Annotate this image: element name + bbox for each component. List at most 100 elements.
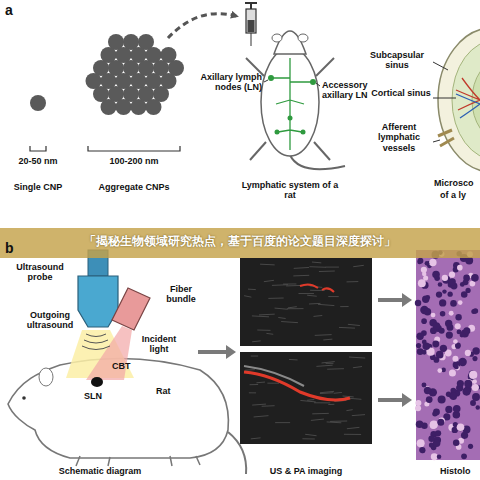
flow-arrow — [378, 398, 402, 402]
cell-nucleus — [441, 368, 446, 373]
leader-line — [433, 98, 456, 99]
cell-nucleus — [453, 439, 460, 446]
part-label: Subcapsular sinus — [362, 50, 432, 71]
cell-nucleus — [431, 453, 438, 460]
speckle-line — [260, 264, 275, 266]
cell-nucleus — [449, 370, 456, 377]
panel-caption: Schematic diagram — [30, 466, 170, 476]
leader-line — [264, 80, 268, 82]
cell-nucleus — [455, 314, 461, 320]
cell-nucleus — [432, 341, 439, 348]
ultrasound-wave — [82, 334, 110, 350]
cell-nucleus — [426, 396, 433, 403]
speckle-line — [330, 420, 347, 421]
part-label: Lymphatic system of a rat — [238, 180, 342, 201]
cell-nucleus — [432, 411, 437, 416]
speckle-line — [311, 419, 324, 420]
panel-letter: a — [5, 2, 25, 18]
cell-nucleus — [455, 365, 460, 370]
speckle-line — [312, 413, 329, 415]
cell-nucleus — [454, 365, 459, 370]
aggregate-particle — [101, 99, 117, 115]
cell-nucleus — [446, 331, 453, 338]
cell-nucleus — [436, 291, 442, 297]
speckle-line — [252, 340, 261, 342]
speckle-line — [283, 283, 296, 284]
particle-cluster — [86, 34, 185, 115]
speckle-line — [251, 438, 261, 439]
speckle-line — [262, 405, 275, 407]
lymph-node-dot — [288, 116, 293, 121]
flow-arrow-head — [226, 345, 236, 359]
cell-nucleus — [463, 327, 470, 334]
lymph-node-capsule — [438, 28, 480, 172]
dimension-label: 20-50 nm — [8, 156, 68, 166]
part-label: CBT — [112, 361, 136, 371]
rat-leg — [316, 58, 334, 76]
injection-arrow — [168, 14, 236, 38]
speckle-line — [249, 392, 256, 393]
cell-nucleus — [416, 333, 423, 340]
single-particle — [30, 95, 46, 111]
cell-nucleus — [429, 259, 436, 266]
cell-nucleus — [432, 271, 440, 279]
us-image — [240, 258, 372, 346]
cell-nucleus — [470, 400, 476, 406]
cell-nucleus — [442, 289, 446, 293]
speckle-line — [312, 262, 321, 264]
speckle-line — [252, 404, 266, 405]
cell-nucleus — [422, 383, 427, 388]
speckle-line — [259, 314, 275, 316]
part-label: Single CNP — [0, 182, 76, 192]
part-label: Incident light — [134, 334, 184, 355]
cell-nucleus — [471, 274, 479, 282]
speckle-line — [344, 434, 361, 435]
flow-arrow-head — [402, 393, 412, 407]
fiber-bundle — [112, 288, 150, 330]
cell-nucleus — [438, 282, 443, 287]
speckle-line — [309, 303, 320, 305]
rat-tail — [290, 155, 345, 169]
speckle-line — [328, 296, 338, 297]
cell-nucleus — [464, 380, 472, 388]
cell-nucleus — [423, 275, 428, 280]
lymph-node-dot — [310, 79, 316, 85]
speckle-line — [257, 330, 270, 331]
cell-nucleus — [439, 299, 446, 306]
speckle-line — [264, 280, 274, 281]
cell-nucleus — [440, 345, 447, 352]
speckle-line — [327, 368, 344, 370]
lymph-node-cortex — [452, 40, 480, 160]
cell-nucleus — [430, 422, 437, 429]
pa-image — [240, 352, 372, 444]
cell-nucleus — [476, 405, 480, 409]
leader-line — [433, 140, 440, 142]
cell-nucleus — [450, 300, 457, 307]
cell-nucleus — [473, 308, 479, 314]
lymph-node-dot — [301, 130, 306, 135]
cell-nucleus — [462, 388, 470, 396]
cell-nucleus — [437, 454, 442, 459]
rat-ear — [39, 368, 53, 386]
blood-vessel — [456, 94, 480, 118]
speckle-line — [252, 315, 269, 317]
syringe-liquid — [248, 20, 255, 32]
cell-nucleus — [439, 328, 445, 334]
leader-line — [433, 62, 448, 70]
panel-caption: Histolo — [440, 466, 480, 476]
speckle-line — [327, 421, 342, 423]
speckle-line — [281, 322, 298, 323]
speckle-line — [275, 422, 290, 423]
cell-nucleus — [418, 279, 426, 287]
aggregate-particle — [131, 99, 147, 115]
part-label: Outgoing ultrasound — [20, 310, 80, 331]
cell-nucleus — [445, 406, 452, 413]
cell-nucleus — [435, 430, 441, 436]
speckle-line — [248, 289, 256, 290]
part-label: Axillary lymph nodes (LN) — [180, 72, 262, 93]
cell-nucleus — [437, 419, 444, 426]
flow-arrow — [378, 298, 402, 302]
cell-nucleus — [453, 405, 461, 413]
speckle-line — [353, 265, 364, 266]
syringe-needle — [251, 33, 252, 46]
